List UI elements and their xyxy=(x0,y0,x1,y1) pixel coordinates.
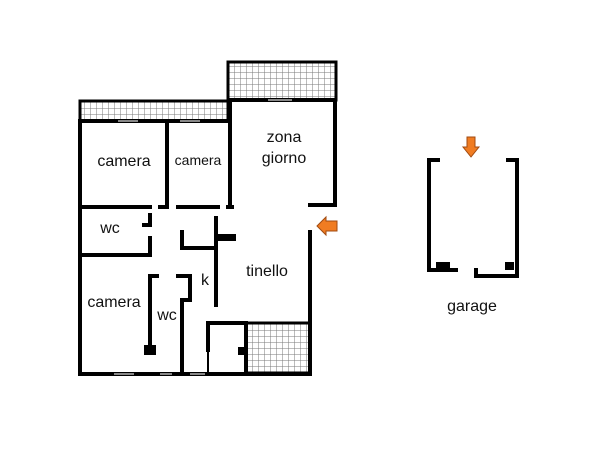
room-label-wc: wc xyxy=(99,220,120,237)
fixture-block xyxy=(505,262,514,270)
room-label-tinello: tinello xyxy=(246,263,288,280)
room-label-camera: camera xyxy=(175,152,222,168)
room-label-wc: wc xyxy=(156,307,177,324)
entrance-arrow-icon xyxy=(316,215,338,237)
room-label-zona-giorno: zona xyxy=(267,129,302,146)
fixture-block xyxy=(218,234,236,241)
room-label-camera: camera xyxy=(87,294,140,311)
room-label-garage: garage xyxy=(447,298,497,315)
garage-entrance-arrow-icon xyxy=(461,136,481,158)
garage-walls xyxy=(427,158,519,278)
balcony-bottom-right xyxy=(244,321,312,375)
room-label-k: k xyxy=(201,272,210,289)
room-label-zona-giorno: giorno xyxy=(262,150,307,167)
windows xyxy=(114,99,292,375)
room-label-camera: camera xyxy=(97,153,150,170)
fixture-block xyxy=(436,262,450,270)
interior-walls xyxy=(78,119,248,376)
balcony-top-left xyxy=(78,99,230,123)
fixture-block xyxy=(238,347,246,355)
fixture-block xyxy=(144,345,156,355)
balcony-top-right xyxy=(226,60,338,102)
